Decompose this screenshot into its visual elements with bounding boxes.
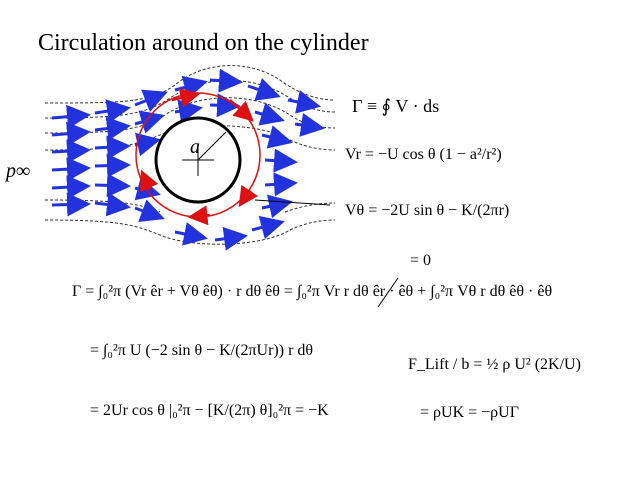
cancel-slash [377, 277, 399, 308]
lift-per-span-equation: F_Lift / b = ½ ρ U² (2K/U) [408, 356, 581, 373]
contour-arrows [139, 88, 259, 226]
freestream-pressure-label: p∞ [6, 160, 31, 182]
radius-line [197, 131, 227, 161]
circulation-definition: Γ ≡ ∮ V · ds [352, 96, 440, 116]
circulation-result: = 2Ur cos θ |₀²π − [K/(2π) θ]₀²π = −K [90, 402, 329, 419]
kutta-joukowski-result: = ρUK = −ρUΓ [420, 404, 519, 421]
zero-annotation: = 0 [410, 252, 432, 269]
radial-velocity-equation: Vr = −U cos θ (1 − a²/r²) [345, 146, 502, 163]
velocity-arrows [51, 68, 325, 251]
slide-title: Circulation around on the cylinder [38, 30, 369, 56]
tangential-velocity-equation: Vθ = −2U sin θ − K/(2πr) [345, 202, 510, 219]
circulation-expansion: Γ = ∫₀²π (Vr êr + Vθ êθ) · r dθ êθ = ∫₀²… [72, 283, 553, 300]
radius-label: a [190, 136, 200, 158]
circulation-integral-step: = ∫₀²π U (−2 sin θ − K/(2πUr)) r dθ [90, 342, 314, 359]
